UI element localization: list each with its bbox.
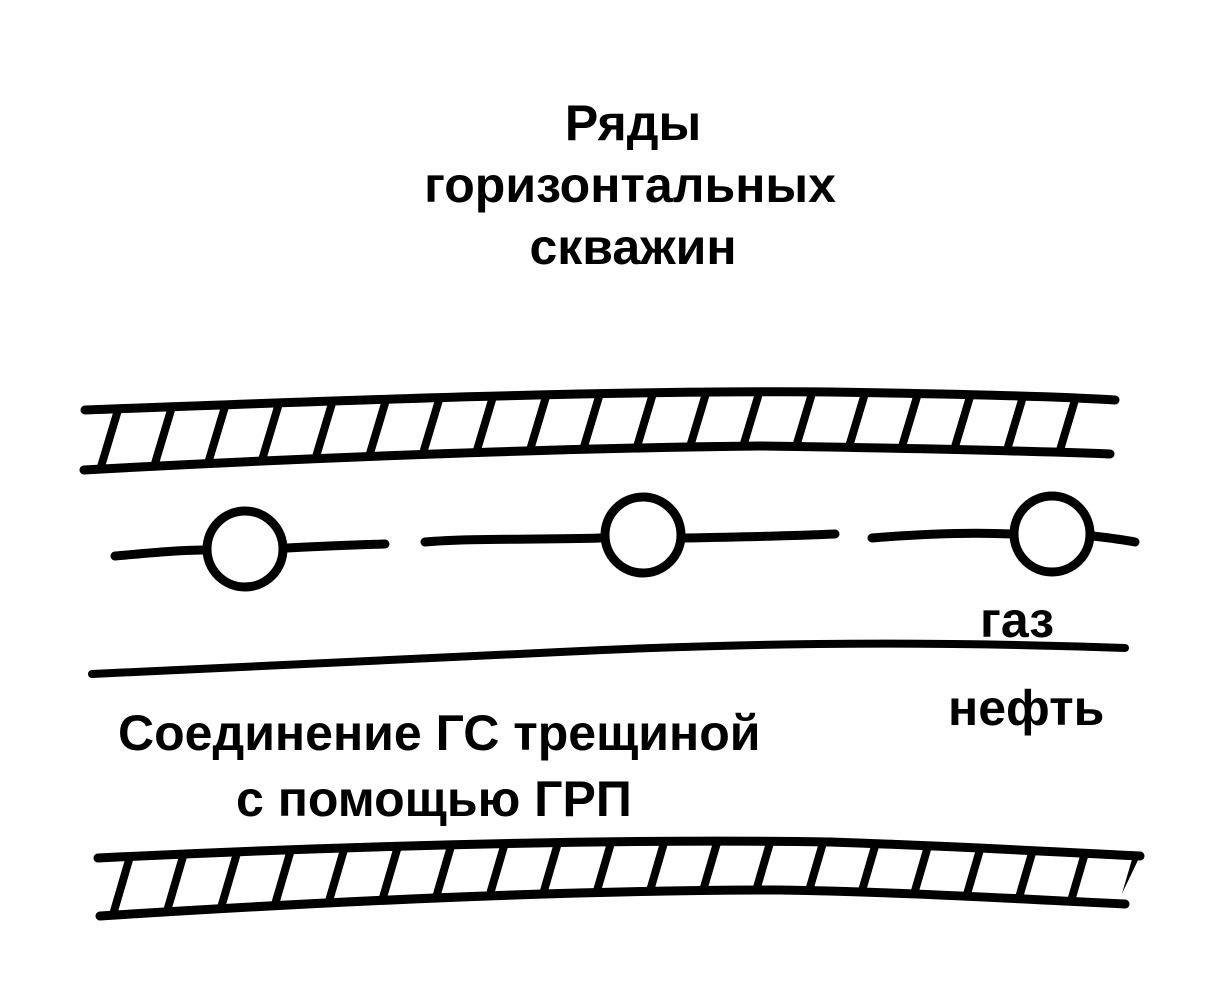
bottom-hatch-stroke-9 [585,841,617,916]
top-hatch-stroke-9 [573,391,605,470]
top-hatch-stroke-7 [467,391,499,470]
top-hatch-stroke-11 [679,391,711,470]
top-hatch-stroke-4 [308,391,340,470]
well-line-2 [420,533,605,547]
well-line-1 [110,545,210,561]
top-layer-upper-boundary [80,387,1120,415]
well-line-2b [679,529,840,543]
top-hatch-stroke-1 [149,391,181,470]
bottom-hatch-stroke-13 [797,841,829,916]
bottom-hatch-stroke-12 [744,841,776,916]
top-hatch-stroke-17 [997,391,1029,470]
top-hatch-stroke-10 [626,391,658,470]
caption-line-2: с помощью ГРП [236,771,632,827]
bottom-layer-lower-boundary [95,885,1130,921]
top-hatch-stroke-12 [732,391,764,470]
bottom-layer-upper-boundary [93,836,1145,863]
well-line-3b [1088,531,1140,547]
oil-zone-label: нефть [948,680,1105,736]
top-hatch-stroke-13 [785,391,817,470]
gas-zone-label: газ [980,592,1055,648]
gas-oil-contact-line [88,639,1129,678]
top-impermeable-layer [79,387,1120,475]
well-line-3 [867,528,1017,543]
top-hatch-stroke-3 [255,391,287,470]
top-hatch-stroke-14 [838,391,870,470]
diagram-caption: Соединение ГС трещиной с помощью ГРП [118,700,878,832]
bottom-hatch-stroke-1 [161,841,193,916]
title-line-1: Ряды [564,95,702,151]
bottom-hatch-stroke-14 [850,841,882,916]
well-2-circle [600,492,686,578]
top-layer-lower-boundary [79,441,1115,475]
bottom-hatch-stroke-8 [532,841,564,916]
title-line-3: скважин [529,219,737,275]
top-hatch-stroke-16 [944,391,976,470]
top-hatch-stroke-15 [891,391,923,470]
bottom-hatch-stroke-0 [108,841,140,916]
bottom-hatch-stroke-10 [638,841,670,916]
diagram-title: Ряды горизонтальных скважин [390,92,870,278]
well-1-circle [202,506,288,592]
bottom-impermeable-layer [93,836,1145,921]
well-line-1b [282,539,390,553]
well-row [110,491,1140,592]
bottom-hatch-stroke-11 [691,841,723,916]
well-3-circle [1009,491,1095,577]
top-hatch-stroke-0 [96,391,128,470]
title-line-2: горизонтальных [424,157,836,213]
top-hatch-stroke-8 [520,391,552,470]
caption-line-1: Соединение ГС трещиной [118,705,761,761]
